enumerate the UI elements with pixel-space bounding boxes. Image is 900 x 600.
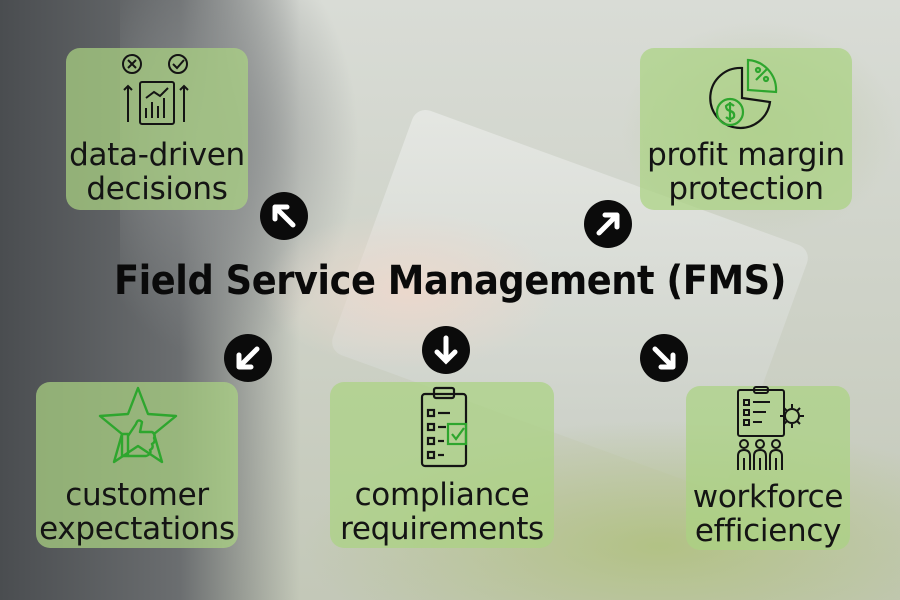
arrow-down-right-icon — [640, 334, 688, 382]
thumbs-up-star-icon — [98, 386, 178, 464]
card-customer-expectations: customer expectations — [36, 382, 238, 548]
diagram-title: Field Service Management (FMS) — [113, 258, 787, 304]
background-hand — [260, 210, 560, 370]
card-label-line1: profit margin — [647, 137, 845, 173]
card-label: data-driven decisions — [66, 138, 248, 206]
card-label: customer expectations — [36, 478, 238, 546]
card-label-line1: compliance — [354, 477, 530, 513]
card-label-line2: efficiency — [694, 513, 842, 549]
arrow-up-right-icon — [584, 200, 632, 248]
card-label-line1: workforce — [692, 479, 844, 515]
card-label-line1: data-driven — [69, 137, 245, 173]
card-workforce-efficiency: workforce efficiency — [686, 386, 850, 550]
clipboard-check-icon — [420, 386, 468, 468]
card-label: workforce efficiency — [686, 480, 850, 548]
card-label-line2: requirements — [340, 511, 544, 547]
card-label: profit margin protection — [640, 138, 852, 206]
card-label-line2: expectations — [39, 511, 235, 547]
chart-decision-icon — [122, 54, 189, 125]
arrow-down-icon — [422, 326, 470, 374]
arrow-down-left-icon — [224, 334, 272, 382]
card-data-driven-decisions: data-driven decisions — [66, 48, 248, 210]
card-label-line1: customer — [65, 477, 209, 513]
card-label-line2: protection — [668, 171, 824, 207]
card-compliance-requirements: compliance requirements — [330, 382, 554, 548]
pie-dollar-icon — [709, 58, 778, 129]
team-checklist-icon — [737, 386, 804, 470]
card-profit-margin-protection: profit margin protection — [640, 48, 852, 210]
card-label: compliance requirements — [330, 478, 554, 546]
arrow-up-left-icon — [260, 192, 308, 240]
card-label-line2: decisions — [86, 171, 228, 207]
